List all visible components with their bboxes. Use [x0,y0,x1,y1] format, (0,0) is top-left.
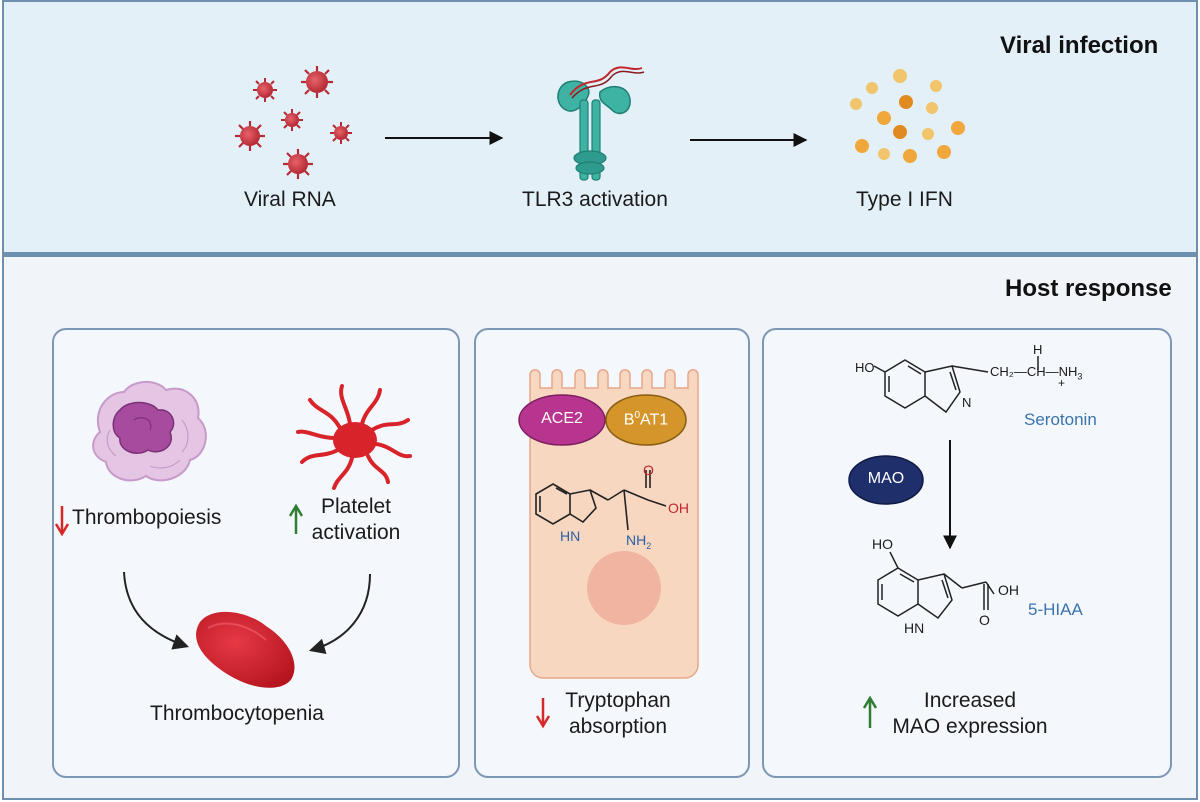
type-i-ifn-label: Type I IFN [856,188,953,211]
tryptophan-o-label: O [643,462,654,478]
b0at1-transporter-icon [605,394,687,446]
increased-mao-expression-label: Increased MAO expression [892,689,1048,738]
thrombopoiesis-label: Thrombopoiesis [72,506,222,529]
serotonin-structure-icon [873,356,1039,414]
hiaa-oh-label: OH [998,582,1019,598]
host-response-title: Host response [1005,275,1172,302]
viral-infection-title: Viral infection [1000,32,1159,59]
hiaa-ho-label: HO [872,536,893,552]
arrow-activation-to-thrombocytopenia [308,573,371,655]
arrow-thrombopoiesis-to-thrombocytopenia [123,571,190,650]
serotonin-n-label: N [962,395,972,410]
platelet-activation-label: Platelet activation [311,495,401,544]
interferon-particles-icon [850,69,965,163]
tlr3-activation-label: TLR3 activation [522,188,668,211]
5hiaa-label: 5-HIAA [1028,600,1083,619]
down-arrow-head [54,523,70,537]
ace2-transporter-icon [518,394,606,446]
serotonin-h-label: H [1033,342,1043,357]
thrombocytopenia-label: Thrombocytopenia [150,702,324,725]
serotonin-plus-label: + [1058,376,1066,390]
hiaa-o-label: O [979,612,990,628]
ace2-label: ACE2 [541,410,583,427]
megakaryocyte-icon [92,381,207,482]
enterocyte-cell-icon [529,369,699,679]
tryptophan-nh2-label: NH2 [626,532,652,551]
tryptophan-hn-label: HN [560,528,581,544]
virus-icon [235,66,352,179]
red-blood-cell-icon [196,611,295,688]
viral-rna-label: Viral RNA [244,188,336,211]
mao-enzyme-icon [848,455,924,505]
5hiaa-structure-icon [877,551,995,620]
down-arrow-tryptophan-head [535,715,551,729]
tlr3-receptor-icon [557,66,645,181]
tryptophan-structure-icon [535,470,667,531]
serotonin-ho-label: HO [855,360,875,375]
up-arrow-mao-head [862,695,878,709]
tryptophan-absorption-label: Tryptophan absorption [565,689,671,738]
serotonin-chain-label: CH₂—CH—NH3 [990,364,1083,382]
b0at1-label: B0AT1 [623,410,669,429]
mao-panel [762,328,1172,778]
up-arrow-head [288,503,304,517]
hiaa-hn-label: HN [904,620,925,636]
mao-enzyme-label: MAO [867,470,905,487]
serotonin-label: Serotonin [1024,410,1097,429]
tryptophan-oh-label: OH [668,500,689,516]
activated-platelet-icon [296,384,412,490]
